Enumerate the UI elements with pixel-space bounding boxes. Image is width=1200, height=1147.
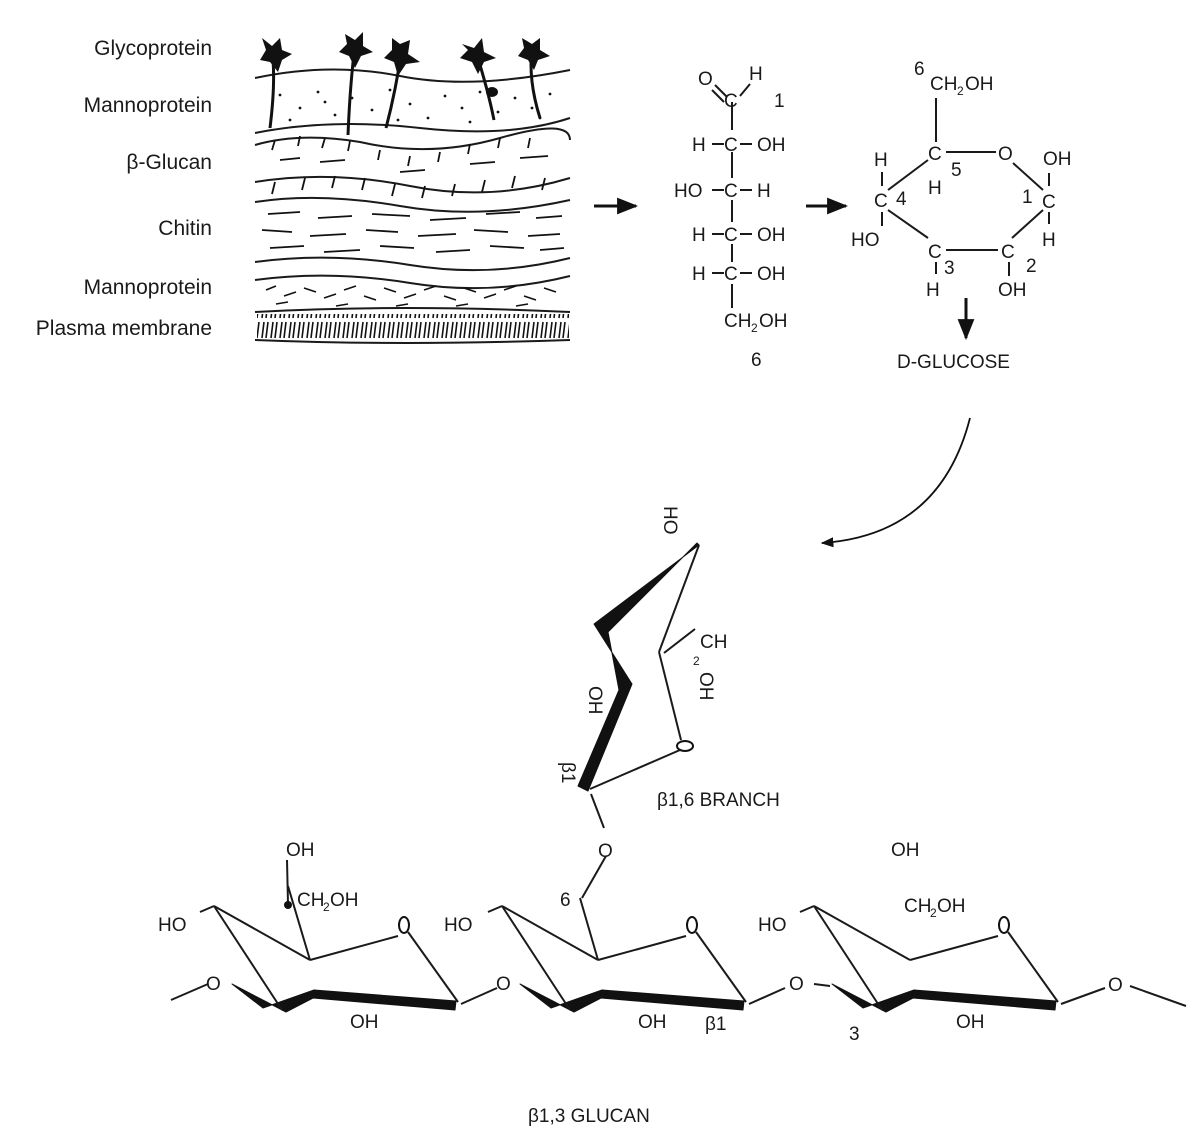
u2-link-o: O xyxy=(496,974,511,995)
u1-sub: 2 xyxy=(323,900,330,914)
u3-left-o: O xyxy=(789,974,804,995)
branch-link-6: 6 xyxy=(560,890,571,911)
oc-h: H xyxy=(749,64,763,85)
d-glucose-label: D-GLUCOSE xyxy=(897,352,1010,373)
u3-right-o: O xyxy=(1108,975,1123,996)
u2-ho: HO xyxy=(444,915,473,936)
ring-c3: C xyxy=(928,242,942,263)
u1-oh-bottom: OH xyxy=(350,1012,379,1033)
u3-ch-oh: OH xyxy=(937,896,966,917)
ring-c1: C xyxy=(1042,192,1056,213)
oc-c6-ch: CH xyxy=(724,311,751,332)
branch-oh: OH xyxy=(584,686,605,715)
u1-left-o: O xyxy=(206,974,221,995)
oc-c6-oh: OH xyxy=(759,311,788,332)
branch-ch-oh: OH xyxy=(695,672,716,701)
ring-number-3: 3 xyxy=(944,258,955,279)
oc-c3-h: H xyxy=(757,181,771,202)
chain-unit-3: OH CH 2 OH HO O 3 OH O xyxy=(758,840,1187,1045)
ring-c6-oh: OH xyxy=(965,74,994,95)
oc-c4-h: H xyxy=(692,225,706,246)
branch-ho: HO xyxy=(659,506,680,535)
label-mannoprotein-inner: Mannoprotein xyxy=(83,276,212,299)
oc-c5-h: H xyxy=(692,264,706,285)
ring-number-5: 5 xyxy=(951,160,962,181)
branch-ch: CH xyxy=(700,632,727,653)
ring-c6-ch: CH xyxy=(930,74,957,95)
ring-o: O xyxy=(998,144,1013,165)
open-chain-glucose: O H C 1 H C OH HO C H H C OH H C OH CH 2… xyxy=(674,64,788,371)
u2-oh-bottom: OH xyxy=(638,1012,667,1033)
ring-c5-h: H xyxy=(928,178,942,199)
arrow-curved-to-branch xyxy=(820,417,971,548)
label-plasma-membrane: Plasma membrane xyxy=(35,317,212,340)
oc-c2: C xyxy=(724,135,738,156)
branch-ch-sub: 2 xyxy=(693,654,700,668)
cell-wall-illustration xyxy=(254,32,571,344)
u3-number-3: 3 xyxy=(849,1024,860,1045)
u1-ch-oh: OH xyxy=(330,890,359,911)
u3-oh-bottom: OH xyxy=(956,1012,985,1033)
u1-ch: CH xyxy=(297,890,324,911)
label-chitin: Chitin xyxy=(158,217,212,240)
ring-c3-h: H xyxy=(926,280,940,301)
u1-ho: HO xyxy=(158,915,187,936)
ring-c6-sub: 2 xyxy=(957,84,964,98)
ring-c2: C xyxy=(1001,242,1015,263)
branch-beta1: β1 xyxy=(557,762,578,784)
oc-c2-oh: OH xyxy=(757,135,786,156)
u3-ch: CH xyxy=(904,896,931,917)
u3-sub: 2 xyxy=(930,906,937,920)
oc-o: O xyxy=(698,69,713,90)
ring-c4-ho: HO xyxy=(851,230,880,251)
ring-c4-h: H xyxy=(874,150,888,171)
oc-c2-h: H xyxy=(692,135,706,156)
ring-c1-h: H xyxy=(1042,230,1056,251)
branch-residue: HO CH 2 OH OH β1 β1,6 BRANCH O 6 xyxy=(557,506,780,911)
chain-unit-2: HO O OH β1 xyxy=(444,897,786,1035)
u1-oh-top: OH xyxy=(286,840,315,861)
ring-number-1: 1 xyxy=(1022,187,1033,208)
oc-c3-ho: HO xyxy=(674,181,703,202)
oc-number-6: 6 xyxy=(751,350,762,371)
branch-label: β1,6 BRANCH xyxy=(657,790,780,811)
label-glycoprotein: Glycoprotein xyxy=(94,37,212,60)
oc-c5: C xyxy=(724,264,738,285)
label-beta-glucan: β-Glucan xyxy=(126,151,212,174)
ring-c2-oh: OH xyxy=(998,280,1027,301)
ring-number-4: 4 xyxy=(896,189,907,210)
ring-number-6: 6 xyxy=(914,59,925,80)
ring-d-glucose: 6 CH 2 OH C H 5 O OH C 1 H H C 4 HO C 3 … xyxy=(851,59,1072,373)
oc-c3: C xyxy=(724,181,738,202)
glucan-chain: OH CH 2 OH HO O OH HO O OH β1 xyxy=(158,840,1187,1127)
u3-oh-top: OH xyxy=(891,840,920,861)
ring-c5: C xyxy=(928,144,942,165)
oc-number-1: 1 xyxy=(774,91,785,112)
oc-c5-oh: OH xyxy=(757,264,786,285)
ring-number-2: 2 xyxy=(1026,256,1037,277)
oc-c4-oh: OH xyxy=(757,225,786,246)
ring-c1-oh: OH xyxy=(1043,149,1072,170)
oc-c4: C xyxy=(724,225,738,246)
oc-c1: C xyxy=(724,91,738,112)
glucan-chain-label: β1,3 GLUCAN xyxy=(528,1106,650,1127)
u2-beta1: β1 xyxy=(705,1014,727,1035)
ring-c4: C xyxy=(874,191,888,212)
chain-unit-1: OH CH 2 OH HO O OH xyxy=(158,840,498,1033)
label-mannoprotein-outer: Mannoprotein xyxy=(83,94,212,117)
branch-link-o: O xyxy=(598,841,613,862)
oc-c6-sub: 2 xyxy=(751,321,758,335)
u3-ho: HO xyxy=(758,915,787,936)
